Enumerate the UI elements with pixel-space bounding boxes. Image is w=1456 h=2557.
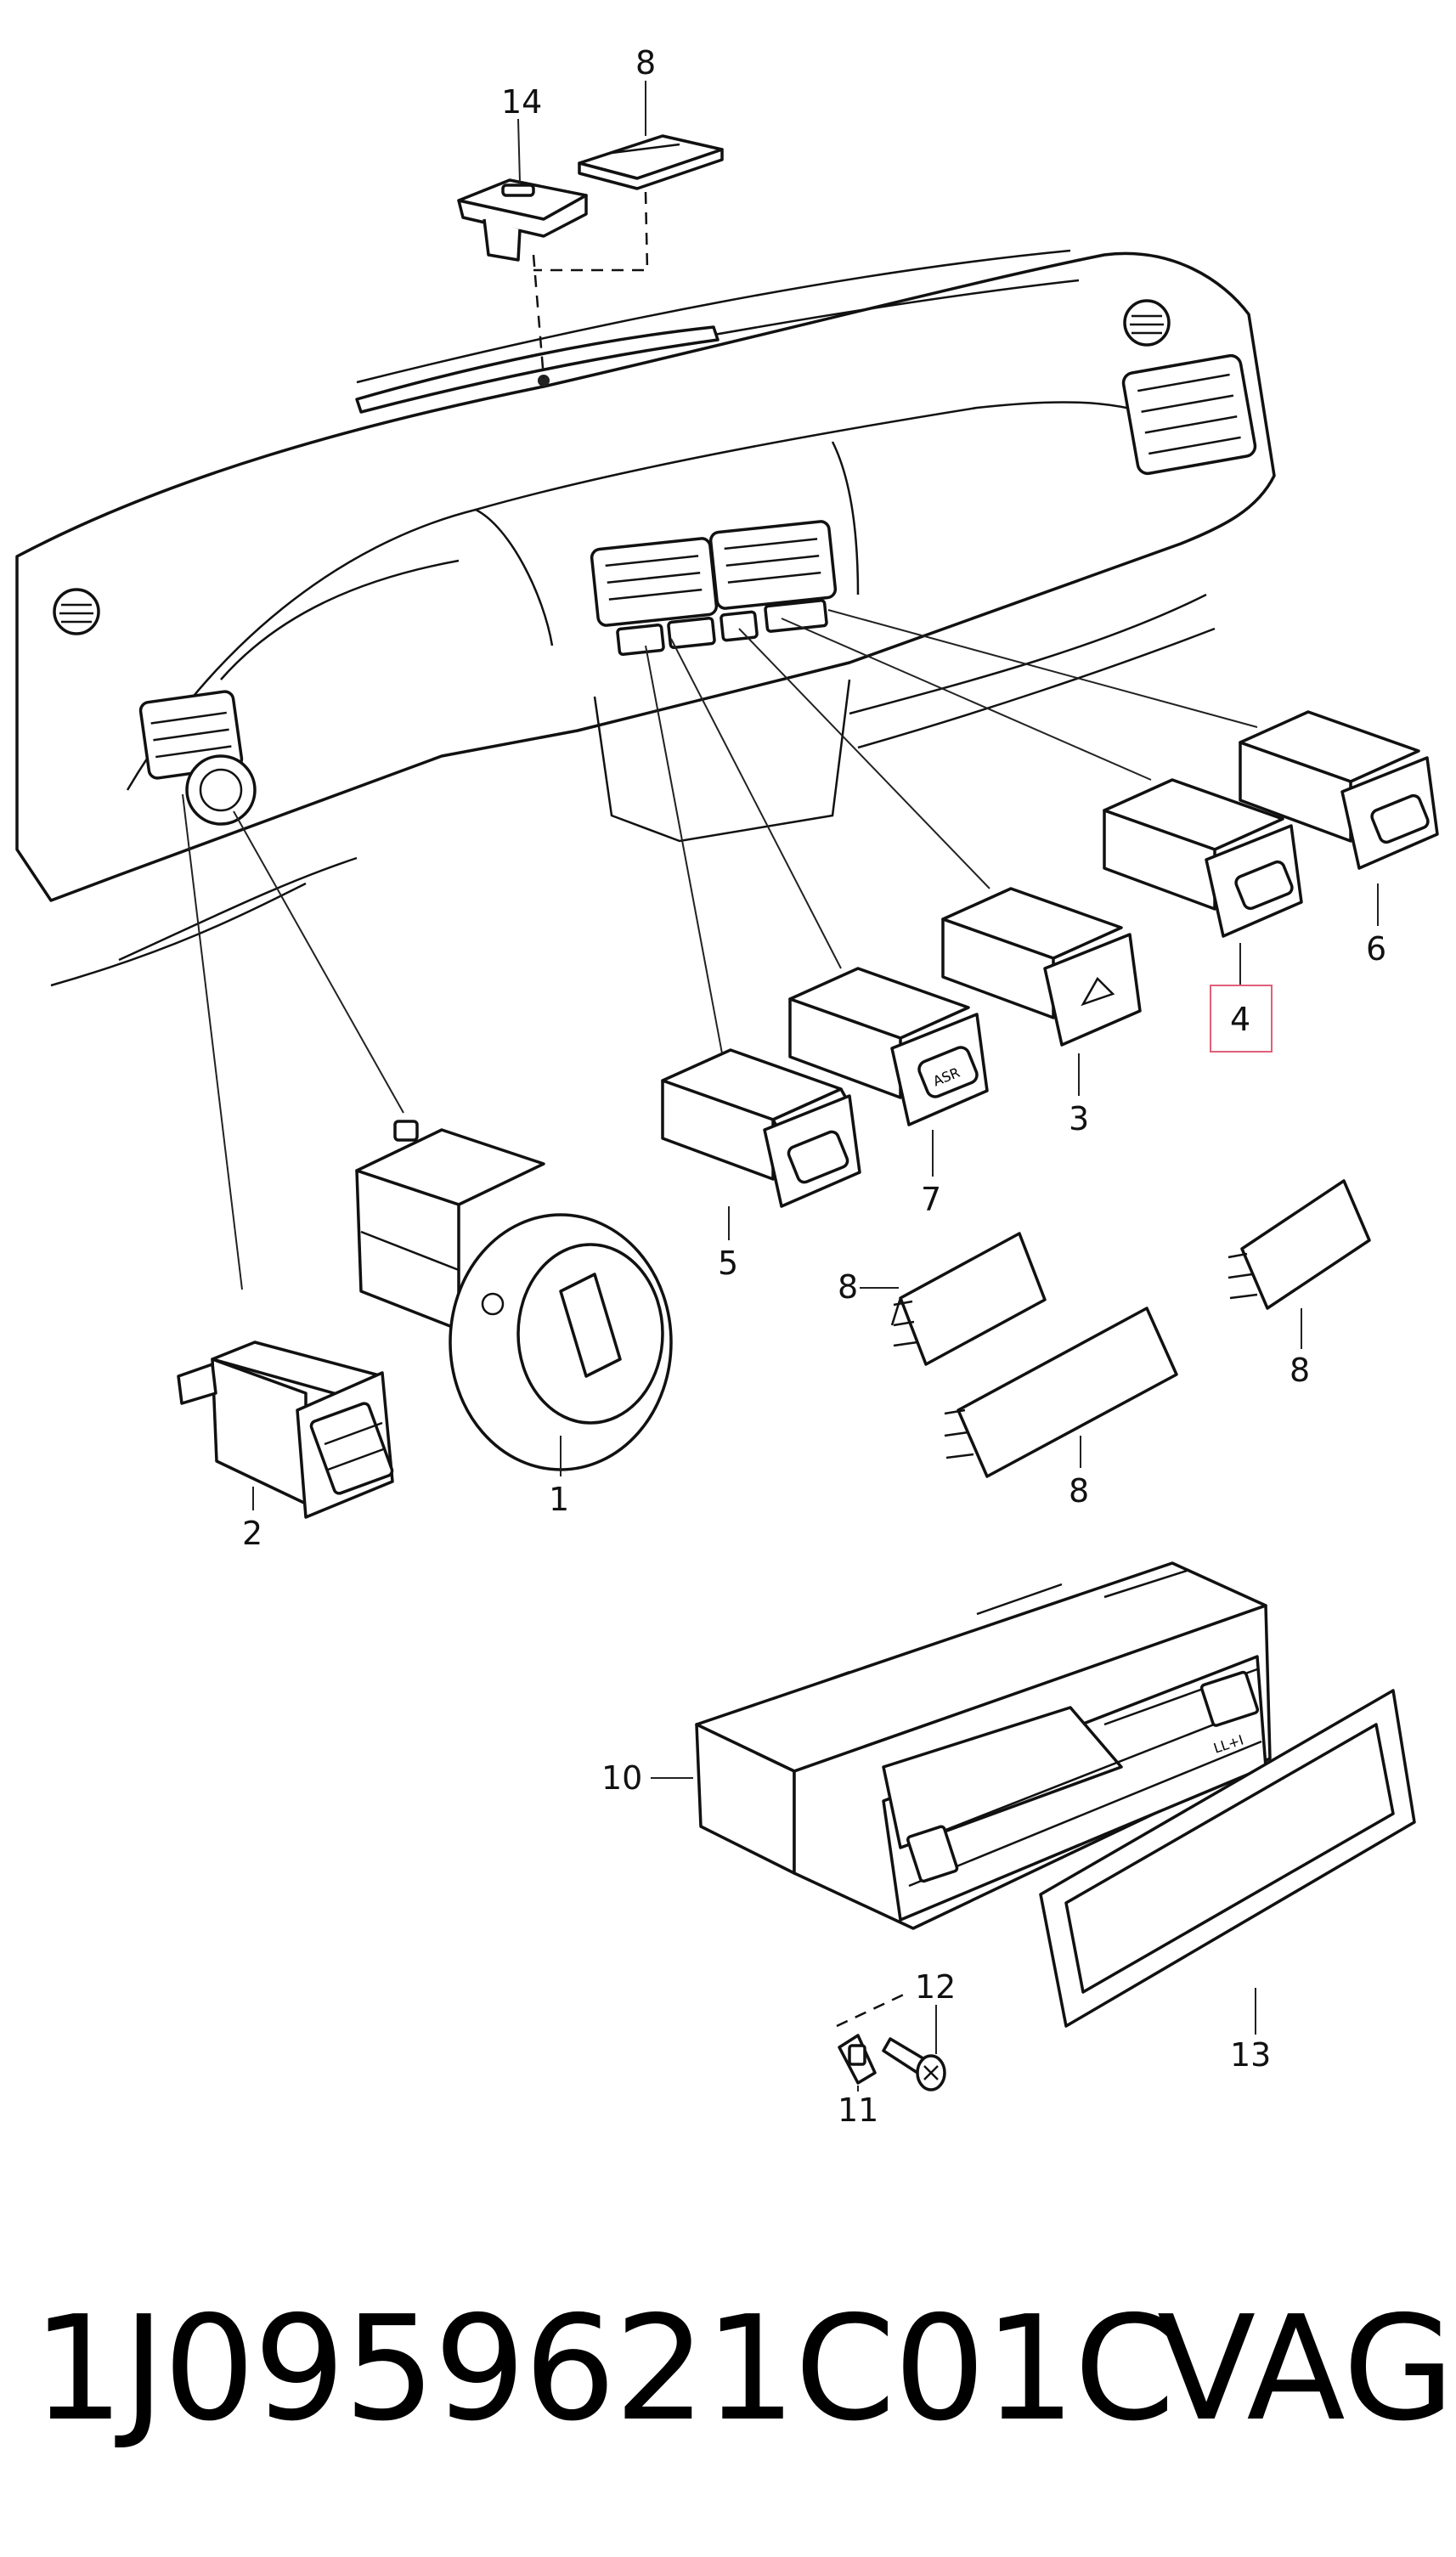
callout-12: 12 bbox=[915, 1968, 956, 2006]
brand-name: VAG bbox=[1157, 2285, 1455, 2453]
callout-numbers: 14 8 6 4 3 7 5 8 8 8 1 2 10 12 13 11 bbox=[242, 44, 1386, 2129]
callout-14: 14 bbox=[501, 83, 542, 121]
callout-6: 6 bbox=[1366, 930, 1386, 968]
callout-11: 11 bbox=[838, 2091, 878, 2129]
callout-8-right: 8 bbox=[1290, 1352, 1310, 1389]
callout-8-bottom: 8 bbox=[1069, 1472, 1089, 1510]
fog-light-switch-part-2 bbox=[177, 1341, 394, 1519]
callout-3: 3 bbox=[1069, 1100, 1089, 1137]
clip-part-11 bbox=[838, 2034, 877, 2085]
callout-8-left: 8 bbox=[838, 1268, 858, 1306]
callout-5: 5 bbox=[718, 1245, 738, 1282]
switch-part-7: ASR bbox=[788, 967, 989, 1126]
callout-4: 4 bbox=[1230, 1001, 1250, 1038]
switch-part-6 bbox=[1239, 710, 1439, 870]
callout-10: 10 bbox=[601, 1759, 642, 1797]
callout-1: 1 bbox=[549, 1481, 569, 1518]
switch-part-3 bbox=[941, 887, 1142, 1047]
blank-cover-part-8-left bbox=[890, 1232, 1047, 1366]
switch-part-4 bbox=[1103, 778, 1303, 938]
trim-frame-part-13 bbox=[1039, 1689, 1416, 2028]
cover-clip-part-14 bbox=[457, 178, 588, 262]
blank-cover-part-8-bottom bbox=[944, 1307, 1178, 1478]
callout-13: 13 bbox=[1230, 2036, 1271, 2074]
dashboard-illustration bbox=[15, 249, 1276, 987]
blank-cover-part-8-right bbox=[1227, 1179, 1371, 1310]
dashed-clip-line bbox=[836, 1990, 910, 2028]
screw-part-12 bbox=[882, 2037, 946, 2091]
callout-8-top: 8 bbox=[635, 44, 656, 82]
climatronic-control-part-10: LL+I bbox=[695, 1561, 1272, 1930]
headlight-switch-part-1 bbox=[355, 1120, 673, 1471]
part-number: 1J0959621C01C bbox=[32, 2285, 1175, 2453]
callout-7: 7 bbox=[921, 1181, 941, 1218]
dashed-locator-line bbox=[532, 191, 649, 379]
footer: 1J0959621C01C VAG bbox=[0, 2285, 1456, 2455]
switch-part-5 bbox=[661, 1048, 861, 1208]
exploded-parts-diagram: ASR bbox=[15, 44, 1439, 2129]
blank-cover-part-8-top bbox=[578, 134, 724, 190]
callout-4-highlight-box bbox=[1210, 985, 1273, 1053]
leader-lines bbox=[182, 81, 1379, 2091]
callout-2: 2 bbox=[242, 1515, 262, 1552]
